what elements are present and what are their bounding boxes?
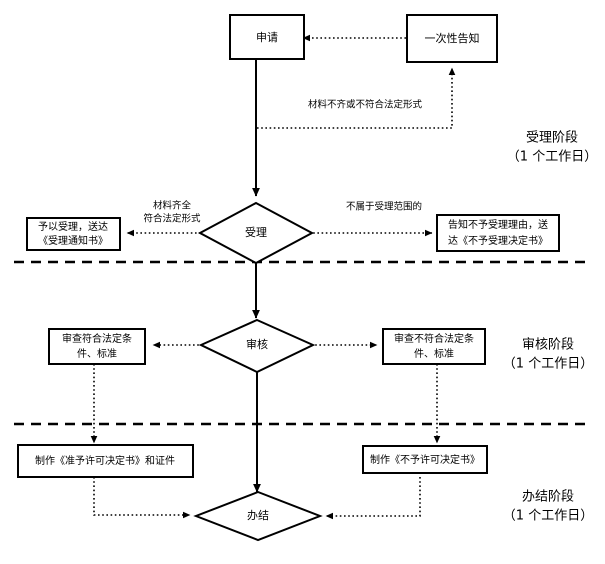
- node-acceptance-decision[interactable]: [197, 201, 315, 265]
- edge-incomplete-to-notice: [257, 67, 456, 129]
- node-review-conform[interactable]: [48, 328, 146, 365]
- node-accept-and-deliver-label-line1: 予以受理，送达: [38, 220, 108, 233]
- node-one-time-notice[interactable]: [406, 14, 498, 63]
- edge-permit-to-completion: [93, 477, 191, 519]
- node-make-refusal-label: 制作《不予许可决定书》: [370, 453, 480, 466]
- node-acceptance-decision-label: 受理: [245, 226, 267, 239]
- stage-label-completion-duration: （1 个工作日）: [503, 509, 593, 524]
- node-one-time-notice-label: 一次性告知: [425, 31, 480, 45]
- node-reject-acceptance-label-line2: 达《不予受理决定书》: [448, 234, 548, 247]
- node-application[interactable]: [229, 14, 305, 60]
- stage-label-acceptance-name: 受理阶段: [526, 131, 578, 146]
- stage-label-completion-name: 办结阶段: [522, 490, 574, 505]
- node-review-not-conform[interactable]: [382, 328, 486, 365]
- node-reject-acceptance[interactable]: [436, 214, 560, 252]
- node-review-decision-label: 审核: [246, 337, 268, 351]
- node-accept-and-deliver-label-line2: 《受理通知书》: [38, 234, 108, 247]
- node-reject-acceptance-label-line1: 告知不予受理理由，送: [448, 218, 548, 231]
- node-review-not-conform-label-line2: 件、标准: [414, 348, 454, 360]
- edge-label-materials-complete-line2: 符合法定形式: [143, 213, 201, 225]
- node-review-conform-label-line2: 件、标准: [77, 348, 117, 360]
- stage-label-acceptance-duration: （1 个工作日）: [507, 150, 597, 165]
- node-accept-and-deliver[interactable]: [26, 217, 121, 251]
- node-make-permit[interactable]: [17, 444, 194, 478]
- node-completion-label: 办结: [247, 509, 269, 522]
- edge-label-materials-incomplete: 材料不齐或不符合法定形式: [308, 99, 423, 111]
- stage-label-review-name: 审核阶段: [522, 338, 574, 353]
- node-review-not-conform-label-line1: 审查不符合法定条: [394, 332, 474, 345]
- node-completion[interactable]: [193, 490, 323, 542]
- node-make-permit-label: 制作《准予许可决定书》和证件: [35, 454, 175, 467]
- edge-label-out-of-scope: 不属于受理范围的: [346, 201, 422, 213]
- node-review-decision[interactable]: [198, 318, 316, 374]
- stage-label-review-duration: （1 个工作日）: [503, 357, 593, 372]
- node-make-refusal[interactable]: [362, 445, 488, 474]
- edge-refusal-to-completion: [325, 477, 421, 520]
- node-review-conform-label-line1: 审查符合法定条: [62, 332, 132, 345]
- node-application-label: 申请: [256, 31, 278, 44]
- edge-label-materials-complete-line1: 材料齐全: [153, 200, 192, 212]
